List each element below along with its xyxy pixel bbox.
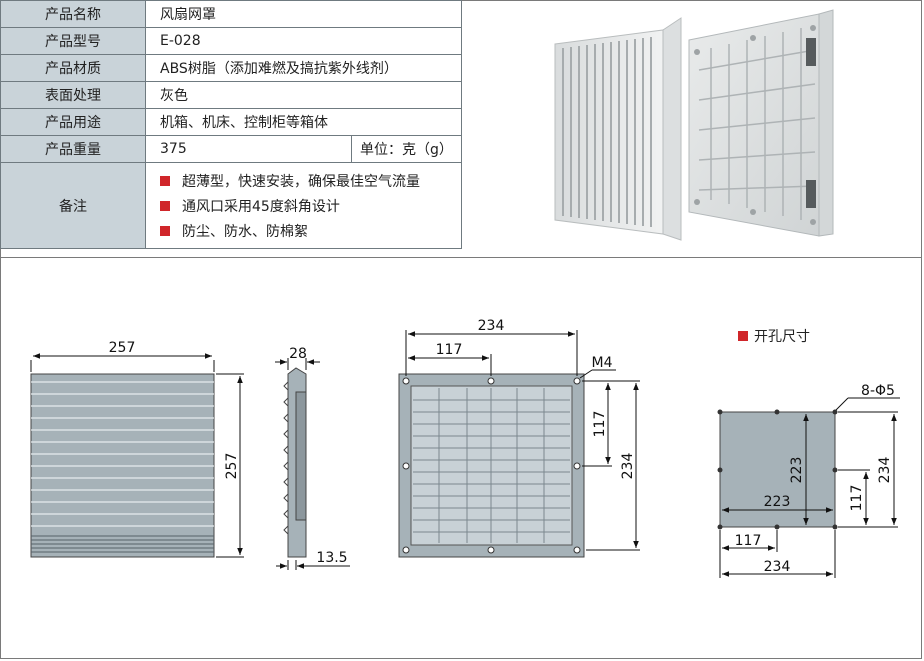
bullet-icon [160,175,170,186]
spec-row: 表面处理灰色 [0,81,462,109]
spec-label: 产品材质 [0,54,146,82]
grille-front-image [554,17,682,241]
spec-value: ABS树脂（添加难燃及搞抗紫外线剂） [145,54,462,82]
side-depth-label: 28 [289,346,307,362]
holes-label: 8-Φ5 [861,383,895,399]
legend-square-icon [738,331,748,341]
weight-value: 375 [145,135,352,163]
spec-label: 产品名称 [0,0,146,28]
back-half-width-label: 117 [436,342,463,358]
back-width-label: 234 [478,318,505,334]
cutout-title: 开孔尺寸 [754,329,810,345]
bullet-icon [160,225,170,236]
cutout-inner-height-label: 223 [789,457,805,484]
cutout-half-width-label: 117 [735,533,762,549]
spec-value: 机箱、机床、控制柜等箱体 [145,108,462,136]
grille-back-image [688,9,834,237]
cutout-outer-height-label: 234 [877,457,893,484]
note-item: 通风口采用45度斜角设计 [160,193,461,218]
back-half-height-label: 117 [592,411,608,438]
note-item: 超薄型，快速安装，确保最佳空气流量 [160,168,461,193]
weight-unit: 单位：克（g） [351,135,462,163]
back-view: 234 117 M4 117 234 [398,318,640,558]
front-view: 257 257 [30,340,244,558]
spec-row: 产品用途机箱、机床、控制柜等箱体 [0,108,462,136]
side-view: 28 13.5 [275,346,350,570]
note-text: 通风口采用45度斜角设计 [182,198,340,215]
spec-label: 产品用途 [0,108,146,136]
weight-label: 产品重量 [0,135,146,163]
bullet-icon [160,200,170,211]
spec-value: 灰色 [145,81,462,109]
cutout-view: 8-Φ5 223 223 117 234 117 234 [717,383,900,578]
spec-row: 产品名称风扇网罩 [0,0,462,28]
product-photo [554,9,834,241]
spec-value: 风扇网罩 [145,0,462,28]
front-height-label: 257 [224,453,240,480]
spec-value: E-028 [145,27,462,55]
technical-drawing: 257 257 28 13.5 [30,318,900,578]
note-text: 超薄型，快速安装，确保最佳空气流量 [182,173,420,190]
spec-label: 表面处理 [0,81,146,109]
cutout-half-height-label: 117 [849,485,865,512]
back-height-label: 234 [620,453,636,480]
side-lip-label: 13.5 [316,550,347,566]
section-divider [0,257,922,258]
spec-label: 产品型号 [0,27,146,55]
screw-label: M4 [592,355,613,371]
note-text: 防尘、防水、防棉絮 [182,223,308,240]
note-item: 防尘、防水、防棉絮 [160,218,461,243]
spec-row: 备注 超薄型，快速安装，确保最佳空气流量 通风口采用45度斜角设计 防尘、防水、… [0,162,462,249]
notes-label: 备注 [0,162,146,249]
cutout-outer-width-label: 234 [764,559,791,575]
front-width-label: 257 [109,340,136,356]
cutout-inner-width-label: 223 [764,494,791,510]
notes-cell: 超薄型，快速安装，确保最佳空气流量 通风口采用45度斜角设计 防尘、防水、防棉絮 [145,162,462,249]
cutout-legend: 开孔尺寸 [738,326,810,346]
